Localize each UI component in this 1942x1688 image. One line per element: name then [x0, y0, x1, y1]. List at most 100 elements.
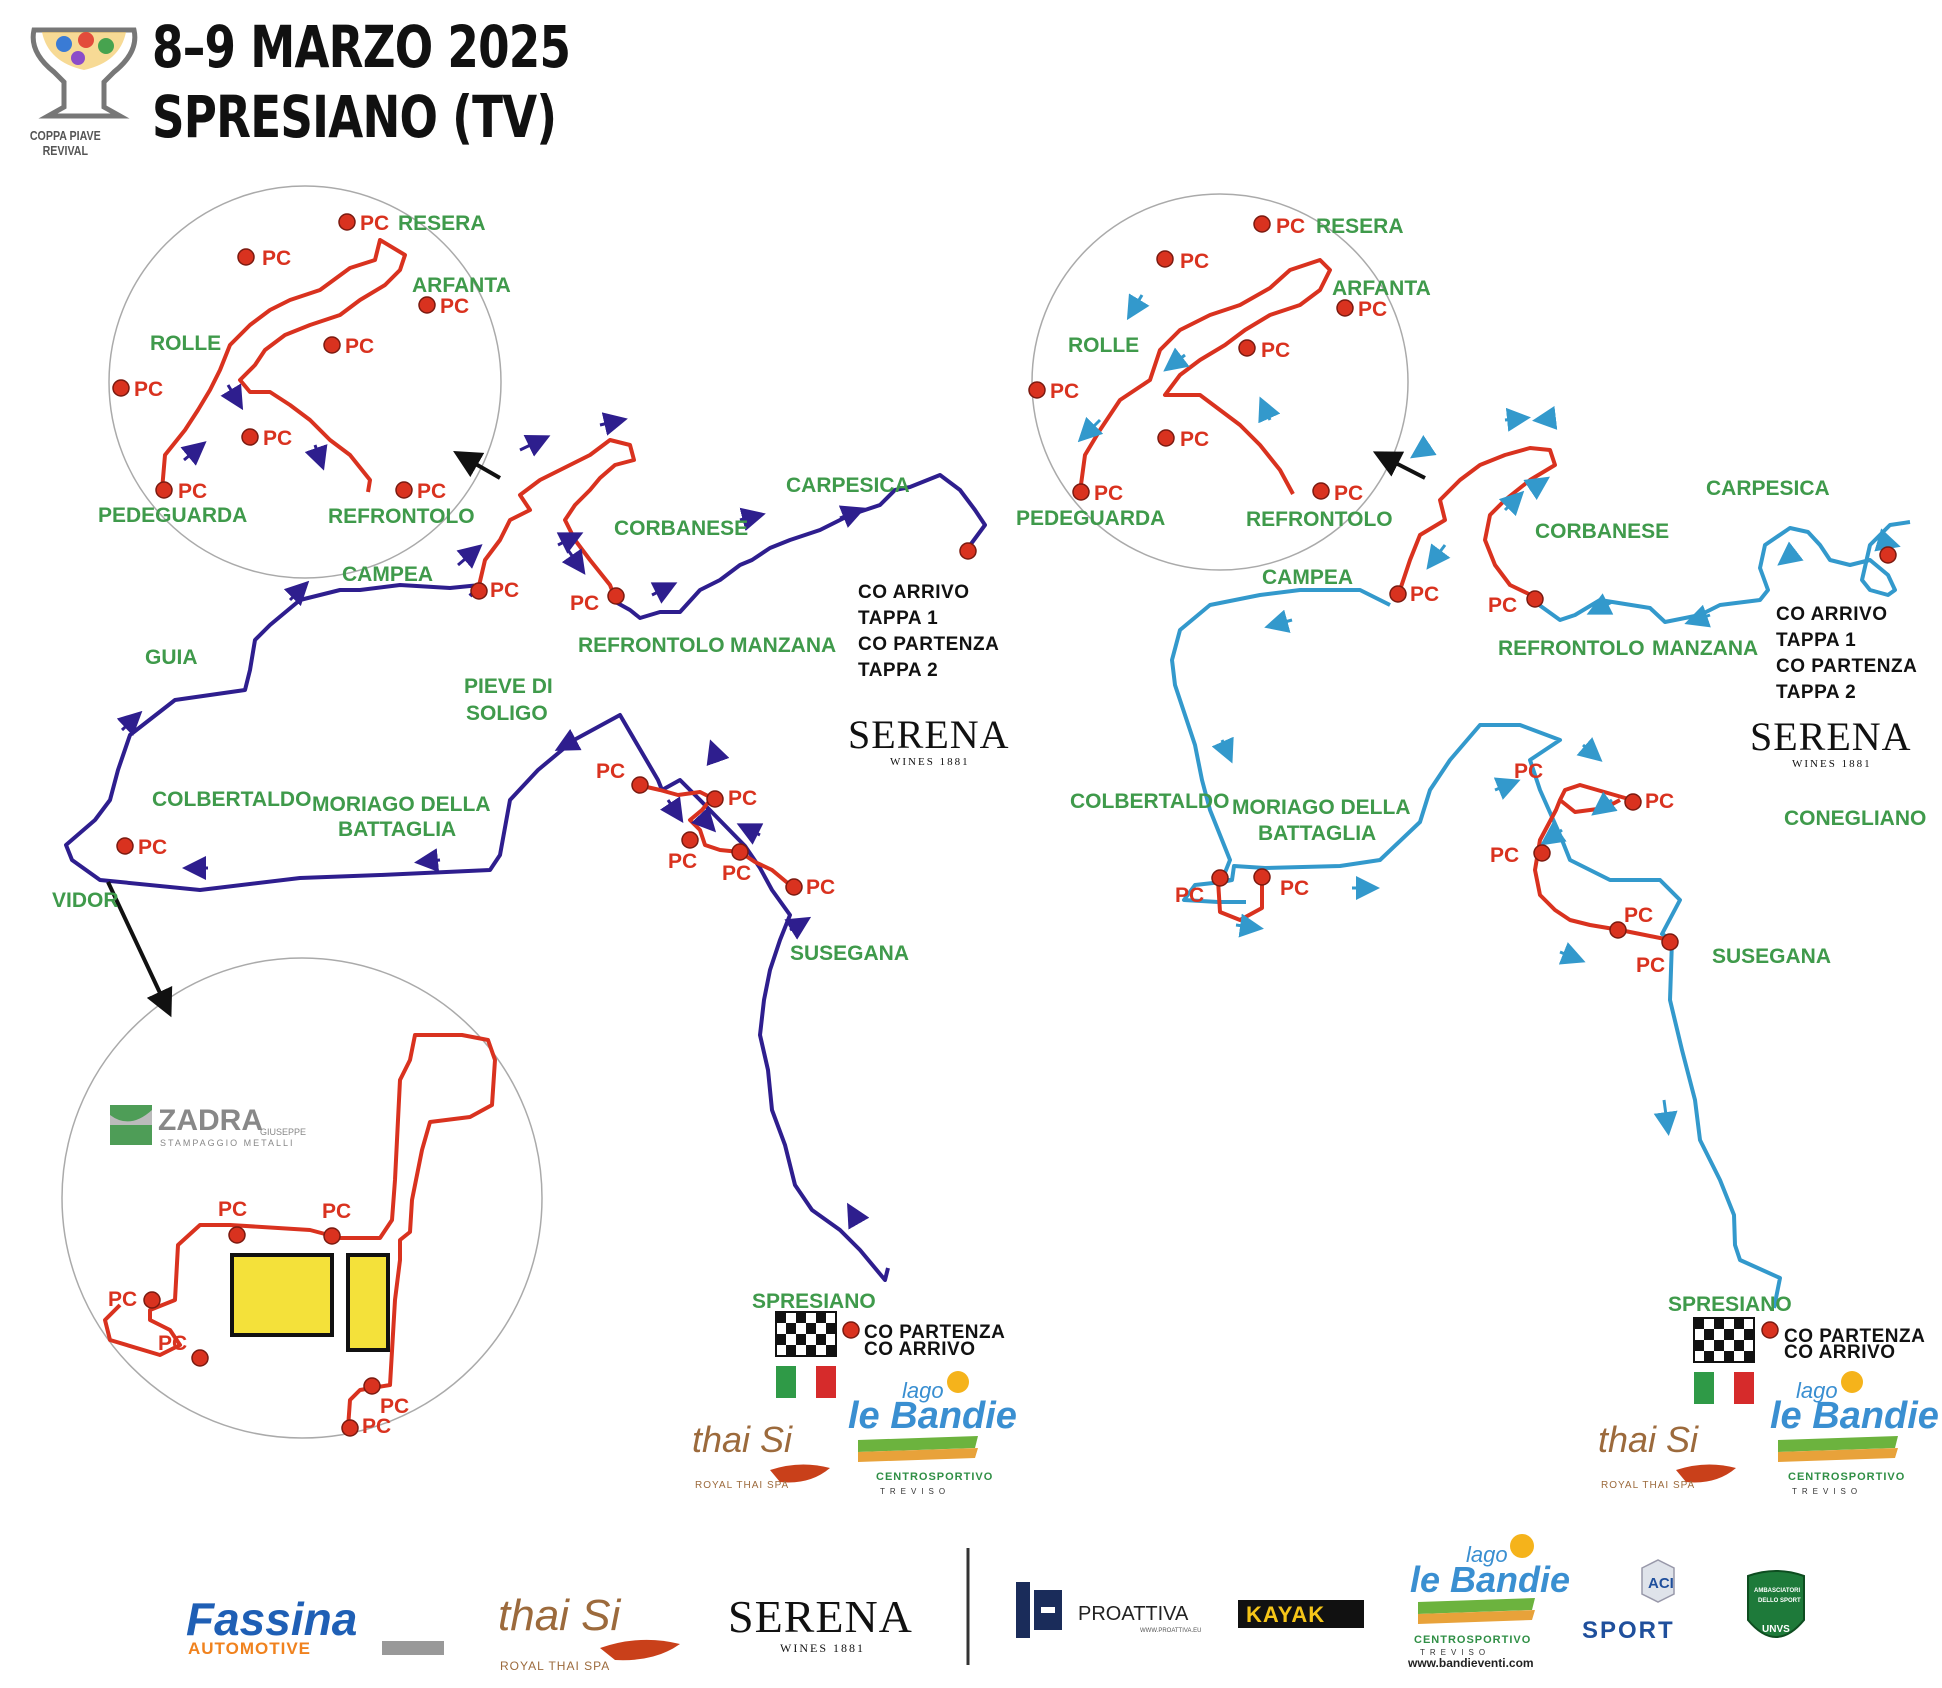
svg-text:PC: PC: [1180, 428, 1209, 451]
right-italian-flag: [1694, 1372, 1754, 1404]
right-inset-pointer-arrow: [1372, 451, 1426, 480]
svg-text:SERENA: SERENA: [848, 712, 1010, 757]
event-location: SPRESIANO (TV): [152, 83, 557, 151]
left-label-carpesica: CARPESICA: [786, 474, 910, 497]
left-special-stage-inset: [160, 238, 407, 493]
left-label-spresiano: SPRESIANO: [752, 1290, 876, 1313]
svg-text:le Bandie: le Bandie: [1410, 1559, 1570, 1600]
left-special-stage-north: [476, 438, 636, 599]
serena-logo-right: SERENA WINES 1881: [1750, 714, 1911, 770]
svg-text:SERENA: SERENA: [728, 1591, 913, 1642]
svg-text:STAMPAGGIO METALLI: STAMPAGGIO METALLI: [160, 1138, 295, 1148]
left-checkered-flag: [775, 1311, 837, 1357]
svg-text:TAPPA 2: TAPPA 2: [1776, 682, 1856, 703]
thaisi-logo-left: thai Si ROYAL THAI SPA: [692, 1419, 830, 1491]
svg-text:PC: PC: [1488, 594, 1517, 617]
svg-text:thai Si: thai Si: [1598, 1419, 1699, 1460]
svg-text:ACI: ACI: [1648, 1575, 1674, 1592]
left-label-pieve-2: SOLIGO: [466, 702, 548, 725]
svg-text:CENTROSPORTIVO: CENTROSPORTIVO: [1788, 1471, 1905, 1483]
svg-text:WINES 1881: WINES 1881: [1792, 758, 1872, 770]
svg-text:PC: PC: [178, 480, 207, 503]
right-label-spresiano: SPRESIANO: [1668, 1293, 1792, 1316]
svg-text:PC: PC: [806, 876, 835, 899]
svg-text:PC: PC: [1490, 844, 1519, 867]
right-pc-labels: PC PC PC PC PC PC PC PC PC PC PC PC PC P…: [1050, 215, 1674, 977]
left-label-refrontolo-inset: REFRONTOLO: [328, 505, 475, 528]
thaisi-logo-right: thai Si ROYAL THAI SPA: [1598, 1419, 1736, 1491]
svg-text:ROYAL THAI SPA: ROYAL THAI SPA: [695, 1480, 789, 1491]
right-main-route: [1182, 723, 1782, 1309]
aci-sport-logo: ACI SPORT: [1582, 1559, 1675, 1644]
svg-text:SPORT: SPORT: [1582, 1617, 1675, 1644]
svg-text:TREVISO: TREVISO: [1792, 1487, 1862, 1496]
svg-text:ROYAL THAI SPA: ROYAL THAI SPA: [500, 1659, 610, 1673]
right-label-corbanese: CORBANESE: [1535, 520, 1669, 543]
left-label-susegana: SUSEGANA: [790, 942, 909, 965]
right-map: RESERA ARFANTA ROLLE PEDEGUARDA REFRONTO…: [1016, 193, 1926, 1404]
svg-text:PC: PC: [1514, 760, 1543, 783]
right-label-conegliano: CONEGLIANO: [1784, 807, 1926, 830]
right-label-carpesica: CARPESICA: [1706, 477, 1830, 500]
svg-text:PC: PC: [322, 1200, 351, 1223]
fassina-logo: Fassina AUTOMOTIVE: [186, 1593, 444, 1658]
left-label-moriago-2: BATTAGLIA: [338, 818, 456, 841]
svg-text:PC: PC: [345, 335, 374, 358]
svg-text:CO ARRIVO: CO ARRIVO: [1776, 604, 1887, 625]
bandie-logo-left: lago le Bandie CENTROSPORTIVO TREVISO: [848, 1371, 1017, 1496]
svg-text:PC: PC: [108, 1288, 137, 1311]
svg-text:le Bandie: le Bandie: [1770, 1395, 1939, 1437]
svg-text:PC: PC: [1636, 954, 1665, 977]
svg-text:PC: PC: [722, 862, 751, 885]
unvs-logo: AMBASCIATORI DELLO SPORT UNVS: [1747, 1570, 1805, 1638]
svg-text:PC: PC: [1276, 215, 1305, 238]
left-label-colbertaldo: COLBERTALDO: [152, 788, 311, 811]
left-label-pedeguarda: PEDEGUARDA: [98, 504, 247, 527]
svg-text:TREVISO: TREVISO: [880, 1487, 950, 1496]
svg-text:CO PARTENZA: CO PARTENZA: [864, 1322, 1005, 1343]
svg-text:PC: PC: [262, 247, 291, 270]
svg-text:ROYAL THAI SPA: ROYAL THAI SPA: [1601, 1480, 1695, 1491]
bandie-logo-right: lago le Bandie CENTROSPORTIVO TREVISO: [1770, 1371, 1939, 1496]
svg-text:CENTROSPORTIVO: CENTROSPORTIVO: [876, 1471, 993, 1483]
left-label-campea: CAMPEA: [342, 563, 433, 586]
proattiva-logo: PROATTIVA WWW.PROATTIVA.EU: [1016, 1582, 1201, 1638]
right-inset-circle: [1031, 193, 1409, 571]
svg-text:PC: PC: [596, 760, 625, 783]
right-co-partenza-block: CO PARTENZA CO ARRIVO: [1784, 1326, 1925, 1363]
svg-text:PC: PC: [1175, 884, 1204, 907]
svg-text:TREVISO: TREVISO: [1420, 1648, 1490, 1657]
svg-text:PROATTIVA: PROATTIVA: [1078, 1603, 1189, 1625]
svg-text:PC: PC: [1280, 877, 1309, 900]
right-checkered-flag: [1693, 1317, 1755, 1363]
svg-text:lago: lago: [1466, 1542, 1508, 1567]
zadra-logo: ZADRA GIUSEPPE STAMPAGGIO METALLI: [110, 1104, 306, 1148]
left-pc-labels: PC PC PC PC PC PC PC PC PC PC PC PC PC P…: [108, 212, 835, 1438]
svg-text:TAPPA 2: TAPPA 2: [858, 660, 938, 681]
sponsor-bar: Fassina AUTOMOTIVE thai Si ROYAL THAI SP…: [186, 1534, 1805, 1673]
kayak-logo: KAYAK: [1238, 1600, 1364, 1628]
svg-text:PC: PC: [1261, 339, 1290, 362]
left-north-route: [611, 473, 987, 620]
svg-text:PC: PC: [1094, 482, 1123, 505]
right-label-colbertaldo: COLBERTALDO: [1070, 790, 1229, 813]
right-special-stage-inset: [1078, 258, 1332, 495]
svg-text:PC: PC: [1358, 298, 1387, 321]
right-label-refrontolo: REFRONTOLO: [1498, 637, 1645, 660]
serena-logo-left: SERENA WINES 1881: [848, 712, 1010, 768]
left-label-resera: RESERA: [398, 212, 486, 235]
svg-text:PC: PC: [380, 1395, 409, 1418]
right-pc-markers: [1028, 215, 1897, 1339]
paddock-area-1: [230, 1253, 334, 1337]
left-main-route: [64, 583, 890, 1282]
svg-text:lago: lago: [1796, 1378, 1838, 1403]
right-label-pedeguarda: PEDEGUARDA: [1016, 507, 1165, 530]
svg-text:PC: PC: [440, 295, 469, 318]
svg-text:PC: PC: [570, 592, 599, 615]
svg-text:PC: PC: [1180, 250, 1209, 273]
svg-text:CO ARRIVO: CO ARRIVO: [858, 582, 969, 603]
svg-text:Fassina: Fassina: [186, 1593, 357, 1645]
event-title: 8–9 MARZO 2025 SPRESIANO (TV): [152, 12, 571, 152]
svg-text:CO PARTENZA: CO PARTENZA: [858, 634, 999, 655]
